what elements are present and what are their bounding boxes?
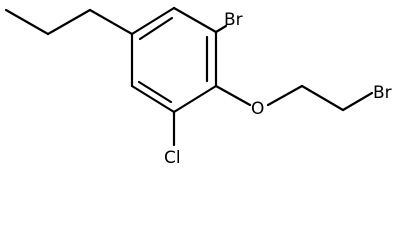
- bond-ch2-bromine: [341, 91, 374, 112]
- atom-label-bromine-ring: Br: [224, 10, 243, 30]
- bond-oxygen-ch2: [266, 84, 304, 107]
- bond-ch2-ch2: [300, 84, 345, 112]
- bond-propyl-c2: [46, 8, 92, 36]
- ring-bond-c1-c2: [172, 6, 218, 34]
- atom-label-chlorine: Cl: [164, 148, 181, 168]
- atom-labels: Br O Br Cl: [164, 10, 392, 168]
- atom-label-bromine-chain: Br: [373, 83, 392, 103]
- bond-propyl-c3: [4, 8, 50, 36]
- bond-ring-oxygen: [214, 84, 252, 107]
- bonds: [4, 6, 374, 147]
- ring-bond-c3-c4: [172, 84, 218, 114]
- ring-bond-c6-c1-inner: [138, 16, 174, 41]
- ring-bond-c6-c1: [130, 6, 176, 36]
- structural-formula: Br O Br Cl: [4, 6, 392, 168]
- ring-bond-c4-c5: [130, 84, 176, 114]
- bond-ring-propyl: [88, 8, 134, 36]
- ring-bond-c4-c5-inner: [137, 80, 173, 104]
- atom-label-oxygen: O: [251, 99, 264, 119]
- bond-ring-bromine: [214, 24, 228, 34]
